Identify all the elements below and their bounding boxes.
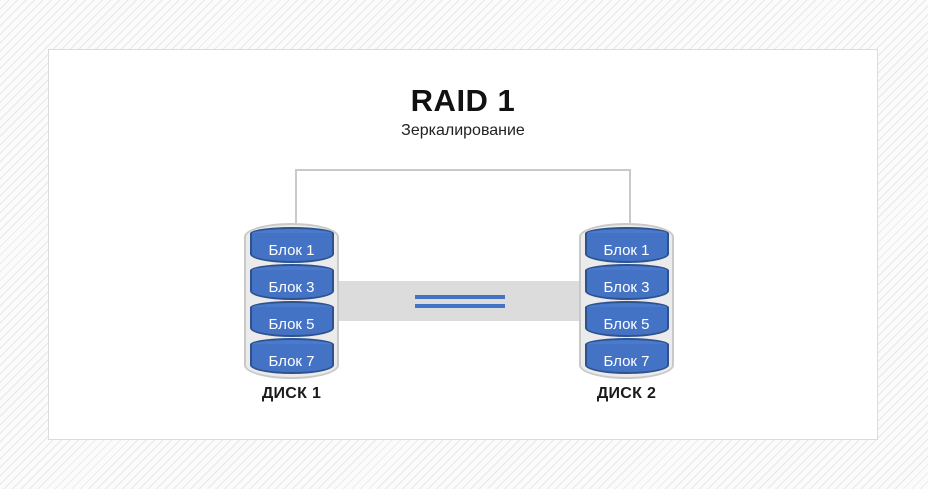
block-label: Блок 7 bbox=[603, 353, 650, 370]
data-block: Блок 7 bbox=[249, 338, 334, 374]
cylinder-body bbox=[584, 233, 669, 263]
disk-2-label: ДИСК 2 bbox=[596, 385, 657, 402]
cylinder-body bbox=[249, 307, 334, 337]
disk-1: Блок 1 Блок 3 Блок 5 Блок 7 ДИСК 1 bbox=[244, 223, 339, 402]
block-label: Блок 5 bbox=[603, 316, 650, 333]
data-block: Блок 3 bbox=[584, 264, 669, 300]
disk-1-blocks: Блок 1 Блок 3 Блок 5 Блок 7 bbox=[244, 227, 339, 374]
block-label: Блок 1 bbox=[268, 242, 315, 259]
data-block: Блок 1 bbox=[249, 227, 334, 263]
cylinder-body bbox=[249, 270, 334, 300]
disk-1-label: ДИСК 1 bbox=[261, 385, 322, 402]
data-block: Блок 5 bbox=[584, 301, 669, 337]
cylinder-body bbox=[584, 344, 669, 374]
cylinder-body bbox=[249, 233, 334, 263]
cylinder-body bbox=[584, 270, 669, 300]
diagram-canvas: RAID 1 Зеркалирование Блок 1 Блок 3 Блок… bbox=[48, 49, 878, 440]
data-block: Блок 5 bbox=[249, 301, 334, 337]
cylinder-body bbox=[584, 307, 669, 337]
diagram-title: RAID 1 bbox=[410, 83, 516, 118]
block-label: Блок 7 bbox=[268, 353, 315, 370]
data-block: Блок 3 bbox=[249, 264, 334, 300]
mirror-band bbox=[339, 281, 581, 321]
data-block: Блок 1 bbox=[584, 227, 669, 263]
block-label: Блок 1 bbox=[603, 242, 650, 259]
equals-icon bbox=[415, 294, 505, 299]
diagram-subtitle: Зеркалирование bbox=[401, 122, 525, 139]
data-block: Блок 7 bbox=[584, 338, 669, 374]
block-label: Блок 3 bbox=[268, 279, 315, 296]
block-label: Блок 3 bbox=[603, 279, 650, 296]
equals-icon bbox=[415, 303, 505, 308]
block-label: Блок 5 bbox=[268, 316, 315, 333]
disk-2: Блок 1 Блок 3 Блок 5 Блок 7 ДИСК 2 bbox=[579, 223, 674, 402]
cylinder-body bbox=[249, 344, 334, 374]
mirror-connector-line bbox=[295, 169, 631, 223]
disk-2-blocks: Блок 1 Блок 3 Блок 5 Блок 7 bbox=[579, 227, 674, 374]
